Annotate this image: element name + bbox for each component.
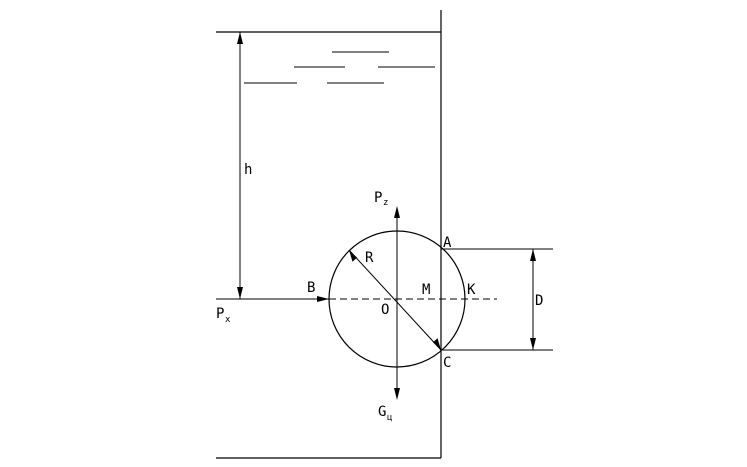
label-K: K bbox=[467, 282, 476, 298]
label-A: A bbox=[443, 235, 452, 251]
label-px-sub: x bbox=[225, 315, 231, 325]
label-g-sub: ц bbox=[387, 413, 392, 423]
label-px: P bbox=[216, 306, 224, 322]
label-B: B bbox=[307, 280, 315, 296]
label-g: G bbox=[378, 404, 386, 420]
d-dimension bbox=[530, 249, 536, 350]
label-R: R bbox=[365, 250, 374, 266]
h-dimension bbox=[237, 32, 243, 299]
water-hatching bbox=[244, 51, 435, 84]
label-O: O bbox=[381, 302, 389, 318]
weight-arrow bbox=[394, 299, 400, 400]
pz-force-arrow bbox=[394, 206, 400, 299]
label-pz-sub: z bbox=[383, 198, 388, 208]
label-C: C bbox=[443, 355, 451, 371]
px-force-arrow bbox=[216, 296, 329, 302]
label-D: D bbox=[535, 293, 543, 309]
radius-arrow bbox=[348, 249, 442, 351]
label-pz: P bbox=[374, 190, 382, 206]
label-h: h bbox=[244, 162, 252, 178]
label-M: M bbox=[422, 282, 430, 298]
